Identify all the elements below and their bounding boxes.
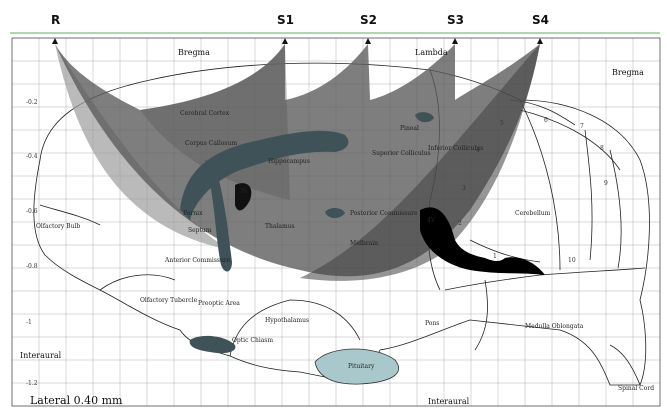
third-ventricle-label: 3V <box>240 188 249 195</box>
source-label-s1: S1 <box>277 13 294 27</box>
hippocampus-label: Hippocampus <box>268 158 310 165</box>
source-label-s2: S2 <box>360 13 377 27</box>
lobule-number-3: 3 <box>462 185 466 192</box>
optic-chiasm-label: Optic Chiasm <box>232 337 273 344</box>
midbrain-label: Midbrain <box>350 240 378 247</box>
source-label-r: R <box>51 13 60 27</box>
interaural-bottom-label: Interaural <box>428 397 470 406</box>
bregma-top-label: Bregma <box>178 48 210 57</box>
source-marker-s1 <box>282 38 288 44</box>
lobule-number-6: 6 <box>544 117 548 124</box>
source-marker-r <box>52 38 58 44</box>
depth-tick-label: -1 <box>26 319 32 326</box>
lambda-label: Lambda <box>415 48 448 57</box>
cerebellum-label: Cerebellum <box>515 210 551 217</box>
lobule-number-10: 10 <box>568 257 576 264</box>
anterior-commissure-label: Anterior Commissure <box>164 257 231 264</box>
lobule-number-9: 9 <box>604 180 608 187</box>
preoptic-area-label: Preoptic Area <box>198 300 240 307</box>
depth-axis: -0.2 -0.4 -0.6 -0.8 -1 -1.2 <box>26 99 38 387</box>
lobule-number-5: 5 <box>500 120 504 127</box>
interaural-left-label: Interaural <box>20 351 62 360</box>
source-marker-s4 <box>537 38 543 44</box>
depth-tick-label: -1.2 <box>26 380 38 387</box>
source-marker-s2 <box>365 38 371 44</box>
pons-label: Pons <box>425 320 439 327</box>
lobule-number-2: 2 <box>458 220 462 227</box>
inferior-colliculus-label: Inferior Colliculus <box>428 145 483 152</box>
fornix-label: Fornix <box>183 210 203 217</box>
bregma-right-label: Bregma <box>612 68 644 77</box>
thalamus-label: Thalamus <box>265 223 295 230</box>
olfactory-tubercle-label: Olfactory Tubercle <box>140 297 198 304</box>
hypothalamus-label: Hypothalamus <box>265 317 309 324</box>
pituitary-label: Pituitary <box>348 363 375 370</box>
source-label-s3: S3 <box>447 13 464 27</box>
cerebral-cortex-label: Cerebral Cortex <box>180 110 230 117</box>
source-marker-s3 <box>452 38 458 44</box>
depth-tick-label: -0.4 <box>26 153 38 160</box>
spinal-cord-label: Spinal Cord <box>618 385 654 392</box>
lobule-number-8: 8 <box>600 145 604 152</box>
depth-tick-label: -0.6 <box>26 208 38 215</box>
fourth-ventricle-label: 4V <box>427 217 436 224</box>
medulla-oblongata-label: Medulla Oblongata <box>525 323 584 330</box>
depth-tick-label: -0.8 <box>26 263 38 270</box>
lobule-number-4: 4 <box>476 147 480 154</box>
source-label-s4: S4 <box>532 13 549 27</box>
corpus-callosum-label: Corpus Callosum <box>185 140 237 147</box>
lateral-label: Lateral 0.40 mm <box>30 394 123 407</box>
pineal-label: Pineal <box>400 125 419 132</box>
superior-colliculus-label: Superior Colliculus <box>372 150 431 157</box>
lobule-number-1: 1 <box>493 253 497 260</box>
posterior-commissure-label: Posterior Commissure <box>350 210 418 217</box>
olfactory-bulb-label: Olfactory Bulb <box>36 223 80 230</box>
depth-tick-label: -0.2 <box>26 99 38 106</box>
fourth-ventricle-region <box>420 207 545 275</box>
lobule-number-7: 7 <box>580 123 584 130</box>
source-markers: R S1 S2 S3 S4 <box>51 13 549 44</box>
optic-chiasm-region <box>190 336 236 353</box>
septum-label: Septum <box>188 227 212 234</box>
